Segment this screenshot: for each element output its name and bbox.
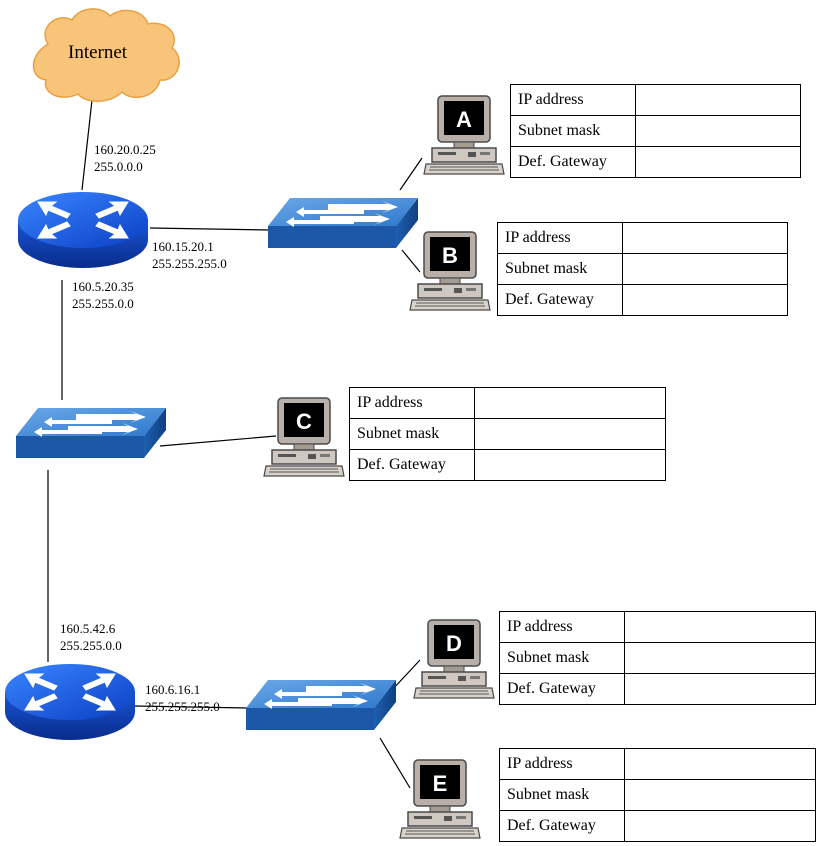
ip-table-a: IP address Subnet mask Def. Gateway: [510, 84, 801, 178]
router-1: [17, 191, 149, 269]
ip-label: IP address: [510, 84, 636, 116]
link-switch3-pc-d: [391, 659, 421, 691]
pc-b-letter: B: [442, 243, 458, 268]
gateway-label: Def. Gateway: [499, 673, 625, 705]
router2-lan1-iface: 160.5.42.6 255.255.0.0: [60, 620, 122, 654]
router1-wan-mask: 255.0.0.0: [94, 159, 143, 174]
pc-b: B: [409, 231, 491, 311]
gateway-label: Def. Gateway: [497, 284, 623, 316]
router2-lan2-ip: 160.6.16.1: [145, 682, 201, 697]
internet-label: Internet: [68, 42, 128, 63]
pc-d-letter: D: [446, 631, 462, 656]
link-switch1-pc-b: [401, 249, 421, 273]
gateway-value-e[interactable]: [624, 810, 816, 842]
ip-value-b[interactable]: [622, 222, 788, 254]
ip-label: IP address: [349, 387, 475, 419]
router1-lan2-ip: 160.5.20.35: [72, 279, 134, 294]
mask-label: Subnet mask: [499, 779, 625, 811]
router2-lan1-mask: 255.255.0.0: [60, 638, 122, 653]
ip-label: IP address: [497, 222, 623, 254]
links: [47, 99, 423, 789]
router1-lan1-iface: 160.15.20.1 255.255.255.0: [152, 238, 227, 272]
pc-a: A: [423, 95, 505, 175]
link-switch3-pc-e: [379, 737, 411, 789]
mask-label: Subnet mask: [510, 115, 636, 147]
switch-2: [16, 408, 166, 458]
router1-lan1-ip: 160.15.20.1: [152, 239, 214, 254]
gateway-label: Def. Gateway: [499, 810, 625, 842]
gateway-value-c[interactable]: [474, 449, 666, 481]
router-2: [4, 663, 136, 741]
ip-label: IP address: [499, 748, 625, 780]
router1-lan1-mask: 255.255.255.0: [152, 256, 227, 271]
router1-lan2-mask: 255.255.0.0: [72, 296, 134, 311]
router1-wan-ip: 160.20.0.25: [94, 142, 156, 157]
link-internet-router1: [81, 99, 93, 191]
link-switch2-pc-c: [159, 435, 277, 447]
mask-value-e[interactable]: [624, 779, 816, 811]
mask-label: Subnet mask: [349, 418, 475, 450]
mask-value-b[interactable]: [622, 253, 788, 285]
router2-lan2-iface: 160.6.16.1 255.255.255.0: [145, 681, 220, 715]
mask-label: Subnet mask: [499, 642, 625, 674]
pc-d: D: [413, 619, 495, 699]
gateway-label: Def. Gateway: [510, 146, 636, 178]
ip-label: IP address: [499, 611, 625, 643]
link-router1-switch1: [149, 227, 271, 231]
ip-table-c: IP address Subnet mask Def. Gateway: [349, 387, 666, 481]
gateway-value-b[interactable]: [622, 284, 788, 316]
mask-value-d[interactable]: [624, 642, 816, 674]
pc-a-letter: A: [456, 107, 472, 132]
gateway-value-a[interactable]: [635, 146, 801, 178]
router1-lan2-iface: 160.5.20.35 255.255.0.0: [72, 278, 134, 312]
ip-table-b: IP address Subnet mask Def. Gateway: [497, 222, 788, 316]
ip-value-e[interactable]: [624, 748, 816, 780]
router2-lan1-ip: 160.5.42.6: [60, 621, 116, 636]
internet-cloud: [32, 8, 180, 102]
mask-label: Subnet mask: [497, 253, 623, 285]
ip-value-c[interactable]: [474, 387, 666, 419]
pc-e: E: [399, 759, 481, 839]
gateway-value-d[interactable]: [624, 673, 816, 705]
router1-wan-iface: 160.20.0.25 255.0.0.0: [94, 141, 156, 175]
ip-value-a[interactable]: [635, 84, 801, 116]
pc-e-letter: E: [433, 771, 448, 796]
switch-1: [268, 198, 418, 248]
ip-value-d[interactable]: [624, 611, 816, 643]
link-router2-switch3: [134, 705, 249, 709]
ip-table-e: IP address Subnet mask Def. Gateway: [499, 748, 816, 842]
ip-table-d: IP address Subnet mask Def. Gateway: [499, 611, 816, 705]
link-switch1-pc-a: [399, 157, 423, 191]
gateway-label: Def. Gateway: [349, 449, 475, 481]
router2-lan2-mask: 255.255.255.0: [145, 699, 220, 714]
pc-c: C: [263, 397, 345, 477]
switch-3: [246, 680, 396, 730]
pc-c-letter: C: [296, 409, 312, 434]
mask-value-c[interactable]: [474, 418, 666, 450]
mask-value-a[interactable]: [635, 115, 801, 147]
